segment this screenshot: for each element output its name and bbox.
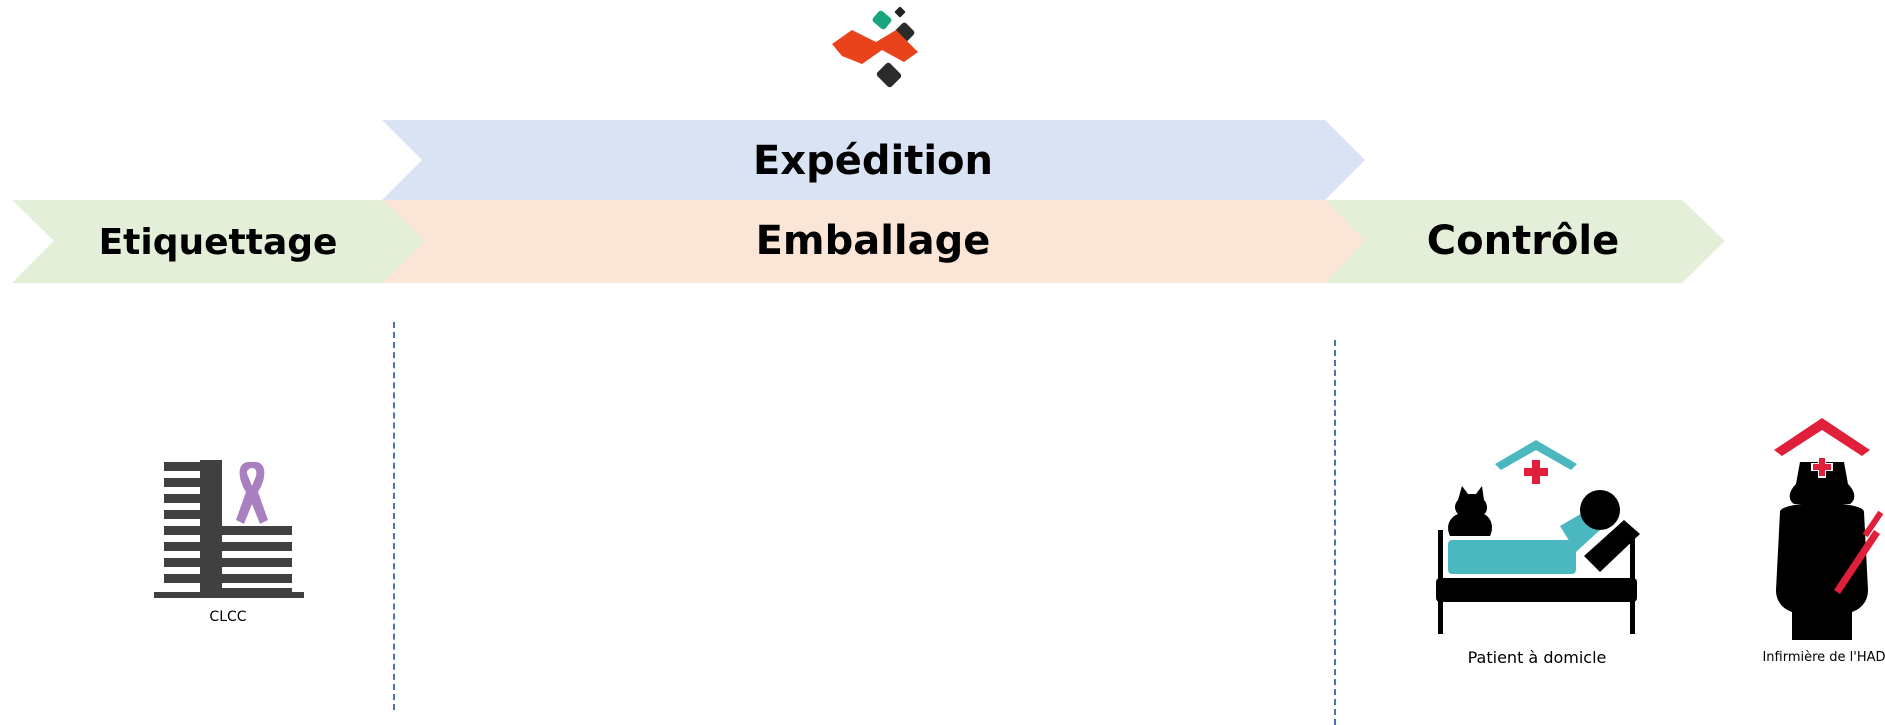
patient-bed-icon (1436, 490, 1640, 634)
etiquettage-arrow (12, 200, 425, 283)
patient-caption: Patient à domicle (1467, 648, 1607, 667)
home-care-roof-icon (1495, 440, 1577, 484)
expedition-arrow (382, 120, 1365, 200)
hospital-building-icon (154, 460, 304, 598)
divider-right (1334, 340, 1336, 725)
logo-icon (832, 6, 918, 88)
emballage-arrow (382, 200, 1365, 283)
stage-expedition-label: Expédition (752, 138, 994, 184)
cancer-ribbon-icon (236, 462, 268, 524)
controle-arrow (1325, 200, 1725, 283)
stage-controle-label: Contrôle (1426, 218, 1620, 264)
clcc-caption: CLCC (209, 609, 247, 625)
cat-icon (1448, 486, 1492, 536)
stage-emballage-label: Emballage (755, 218, 991, 264)
nurse-icon (1774, 418, 1870, 640)
nurse-caption: Infirmière de l'HAD (1762, 650, 1885, 665)
syringe-icon (1834, 510, 1884, 594)
stage-etiquettage-label: Etiquettage (98, 222, 338, 263)
divider-left (393, 322, 395, 710)
